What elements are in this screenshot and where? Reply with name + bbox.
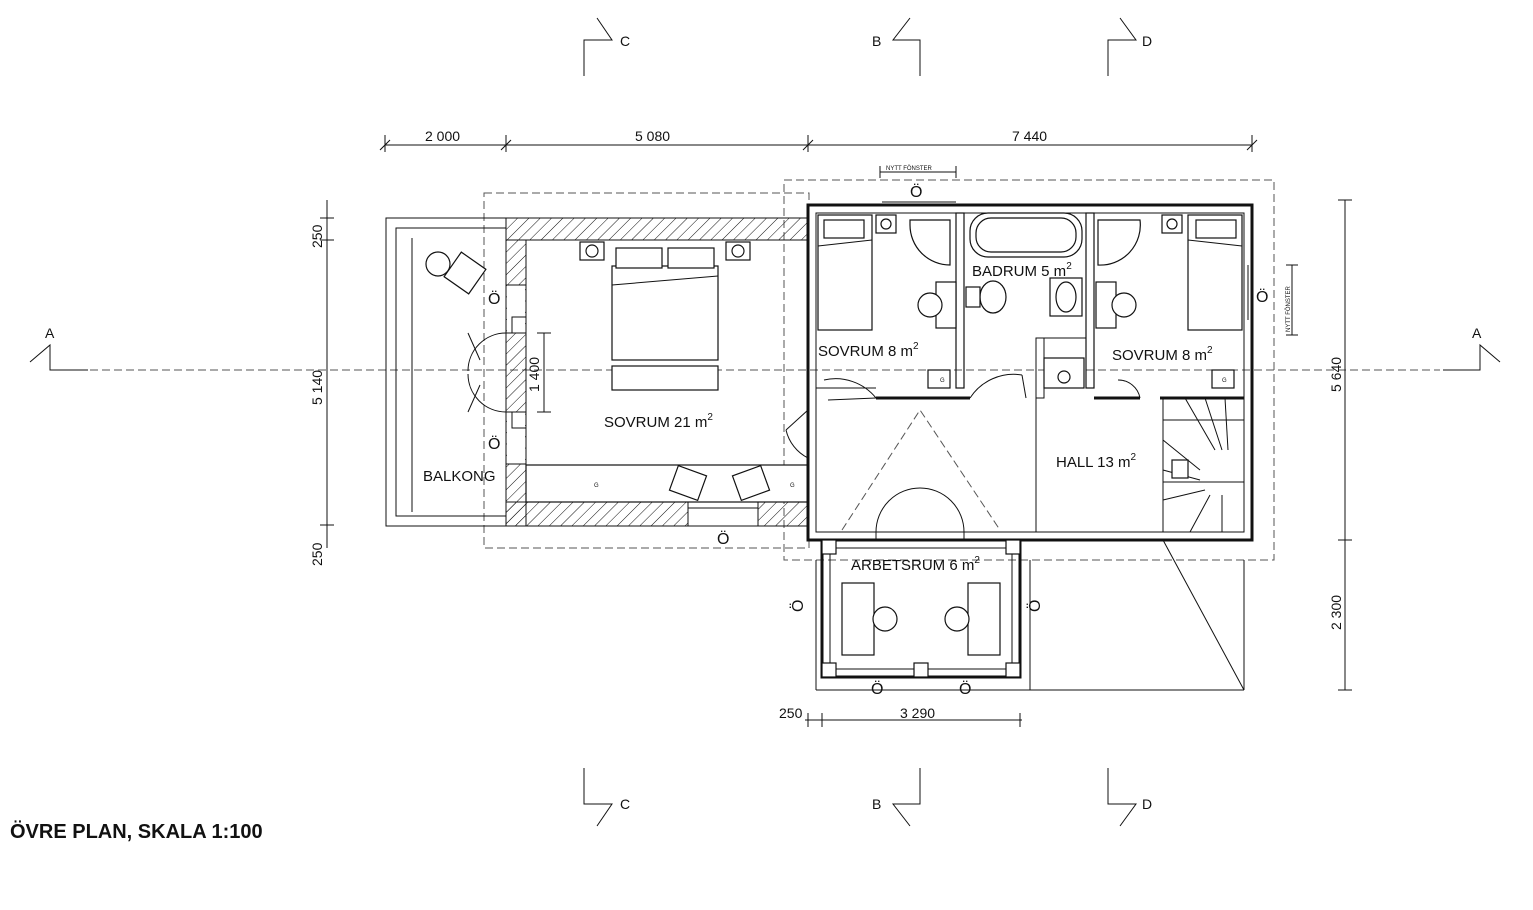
svg-text:G: G bbox=[940, 378, 945, 384]
section-marker-a-left: A bbox=[29, 325, 88, 371]
bathroom-fixtures bbox=[965, 212, 1085, 389]
balcony-table bbox=[425, 251, 451, 277]
section-marker-c-bottom: C bbox=[583, 768, 630, 827]
note-nytt-fonster-right: NYTT FÖNSTER bbox=[1285, 264, 1298, 336]
double-bed bbox=[579, 241, 751, 391]
room-label-sovrum-8-right: SOVRUM 8 m2 bbox=[1112, 345, 1213, 364]
svg-text:250: 250 bbox=[779, 705, 803, 721]
roof-canopy bbox=[1030, 531, 1245, 691]
svg-text:C: C bbox=[620, 33, 630, 49]
office bbox=[815, 538, 1031, 691]
dimension-chain-left: 250 5 140 250 bbox=[309, 200, 334, 566]
balcony-chair bbox=[443, 251, 487, 295]
svg-text:D: D bbox=[1142, 33, 1152, 49]
svg-text:C: C bbox=[620, 796, 630, 812]
hall-doors[interactable] bbox=[785, 373, 1141, 459]
windows bbox=[882, 201, 1249, 533]
room-label-badrum: BADRUM 5 m2 bbox=[972, 261, 1072, 280]
window-marks: Ö Ö Ö Ö Ö Ö Ö Ö Ö bbox=[488, 183, 1268, 698]
svg-text:G: G bbox=[790, 483, 795, 489]
svg-text:B: B bbox=[872, 796, 881, 812]
svg-text:5 640: 5 640 bbox=[1328, 357, 1344, 392]
balcony: BALKONG bbox=[385, 217, 507, 527]
room-label-sovrum-8-left: SOVRUM 8 m2 bbox=[818, 341, 919, 360]
svg-text:250: 250 bbox=[309, 542, 325, 566]
svg-text:NYTT FÖNSTER: NYTT FÖNSTER bbox=[886, 165, 933, 172]
dashed-footprint-right bbox=[783, 179, 1275, 561]
svg-text:5 080: 5 080 bbox=[635, 128, 670, 144]
svg-text:B: B bbox=[872, 33, 881, 49]
master-bedroom-walls bbox=[505, 217, 809, 527]
svg-text:Ö: Ö bbox=[1026, 600, 1044, 612]
svg-text:3 290: 3 290 bbox=[900, 705, 935, 721]
room-label-balkong: BALKONG bbox=[423, 468, 496, 485]
section-marker-a-right: A bbox=[1443, 325, 1501, 371]
svg-text:5 140: 5 140 bbox=[309, 370, 325, 405]
svg-text:Ö: Ö bbox=[871, 680, 883, 698]
svg-text:Ö: Ö bbox=[488, 435, 500, 453]
room-label-sovrum-21: SOVRUM 21 m2 bbox=[604, 412, 713, 431]
dimension-chain-bottom: 250 3 290 bbox=[779, 705, 1022, 727]
section-marker-c-top: C bbox=[583, 17, 630, 76]
svg-text:Ö: Ö bbox=[959, 680, 971, 698]
bed-sovrum-right: G bbox=[1095, 214, 1243, 389]
svg-text:250: 250 bbox=[309, 224, 325, 248]
svg-text:Ö: Ö bbox=[910, 183, 922, 201]
svg-text:2 300: 2 300 bbox=[1328, 595, 1344, 630]
svg-text:A: A bbox=[1472, 325, 1482, 341]
hall-roof-outline bbox=[841, 409, 1001, 531]
svg-text:G: G bbox=[1222, 378, 1227, 384]
svg-text:7 440: 7 440 bbox=[1012, 128, 1047, 144]
section-marker-d-top: D bbox=[1107, 17, 1152, 76]
svg-text:1 400: 1 400 bbox=[526, 357, 542, 392]
dimension-inner: 1 400 bbox=[526, 332, 551, 413]
staircase bbox=[1162, 397, 1244, 533]
svg-text:Ö: Ö bbox=[789, 600, 807, 612]
plan-title: ÖVRE PLAN, SKALA 1:100 bbox=[10, 820, 263, 843]
dimension-chain-top: 2 000 5 080 7 440 bbox=[379, 128, 1258, 152]
interior-walls bbox=[816, 212, 1245, 533]
svg-text:G: G bbox=[594, 483, 599, 489]
svg-text:NYTT FÖNSTER: NYTT FÖNSTER bbox=[1285, 285, 1292, 332]
section-marker-d-bottom: D bbox=[1107, 768, 1152, 827]
svg-text:Ö: Ö bbox=[717, 530, 729, 548]
svg-text:Ö: Ö bbox=[488, 290, 500, 308]
room-label-arbetsrum: ARBETSRUM 6 m2 bbox=[851, 555, 980, 574]
bed-sovrum-left: G bbox=[817, 214, 957, 389]
dashed-footprint-left bbox=[483, 192, 810, 549]
svg-text:A: A bbox=[45, 325, 55, 341]
section-marker-b-bottom: B bbox=[872, 768, 921, 827]
room-label-hall: HALL 13 m2 bbox=[1056, 452, 1136, 471]
master-wardrobe: G G bbox=[525, 464, 809, 503]
svg-text:D: D bbox=[1142, 796, 1152, 812]
note-nytt-fonster-top: NYTT FÖNSTER bbox=[879, 165, 957, 178]
balcony-door[interactable] bbox=[467, 332, 507, 413]
dimension-chain-right: 5 640 2 300 bbox=[1328, 199, 1352, 691]
section-marker-b-top: B bbox=[872, 17, 921, 76]
svg-text:2 000: 2 000 bbox=[425, 128, 460, 144]
svg-text:Ö: Ö bbox=[1256, 288, 1268, 306]
